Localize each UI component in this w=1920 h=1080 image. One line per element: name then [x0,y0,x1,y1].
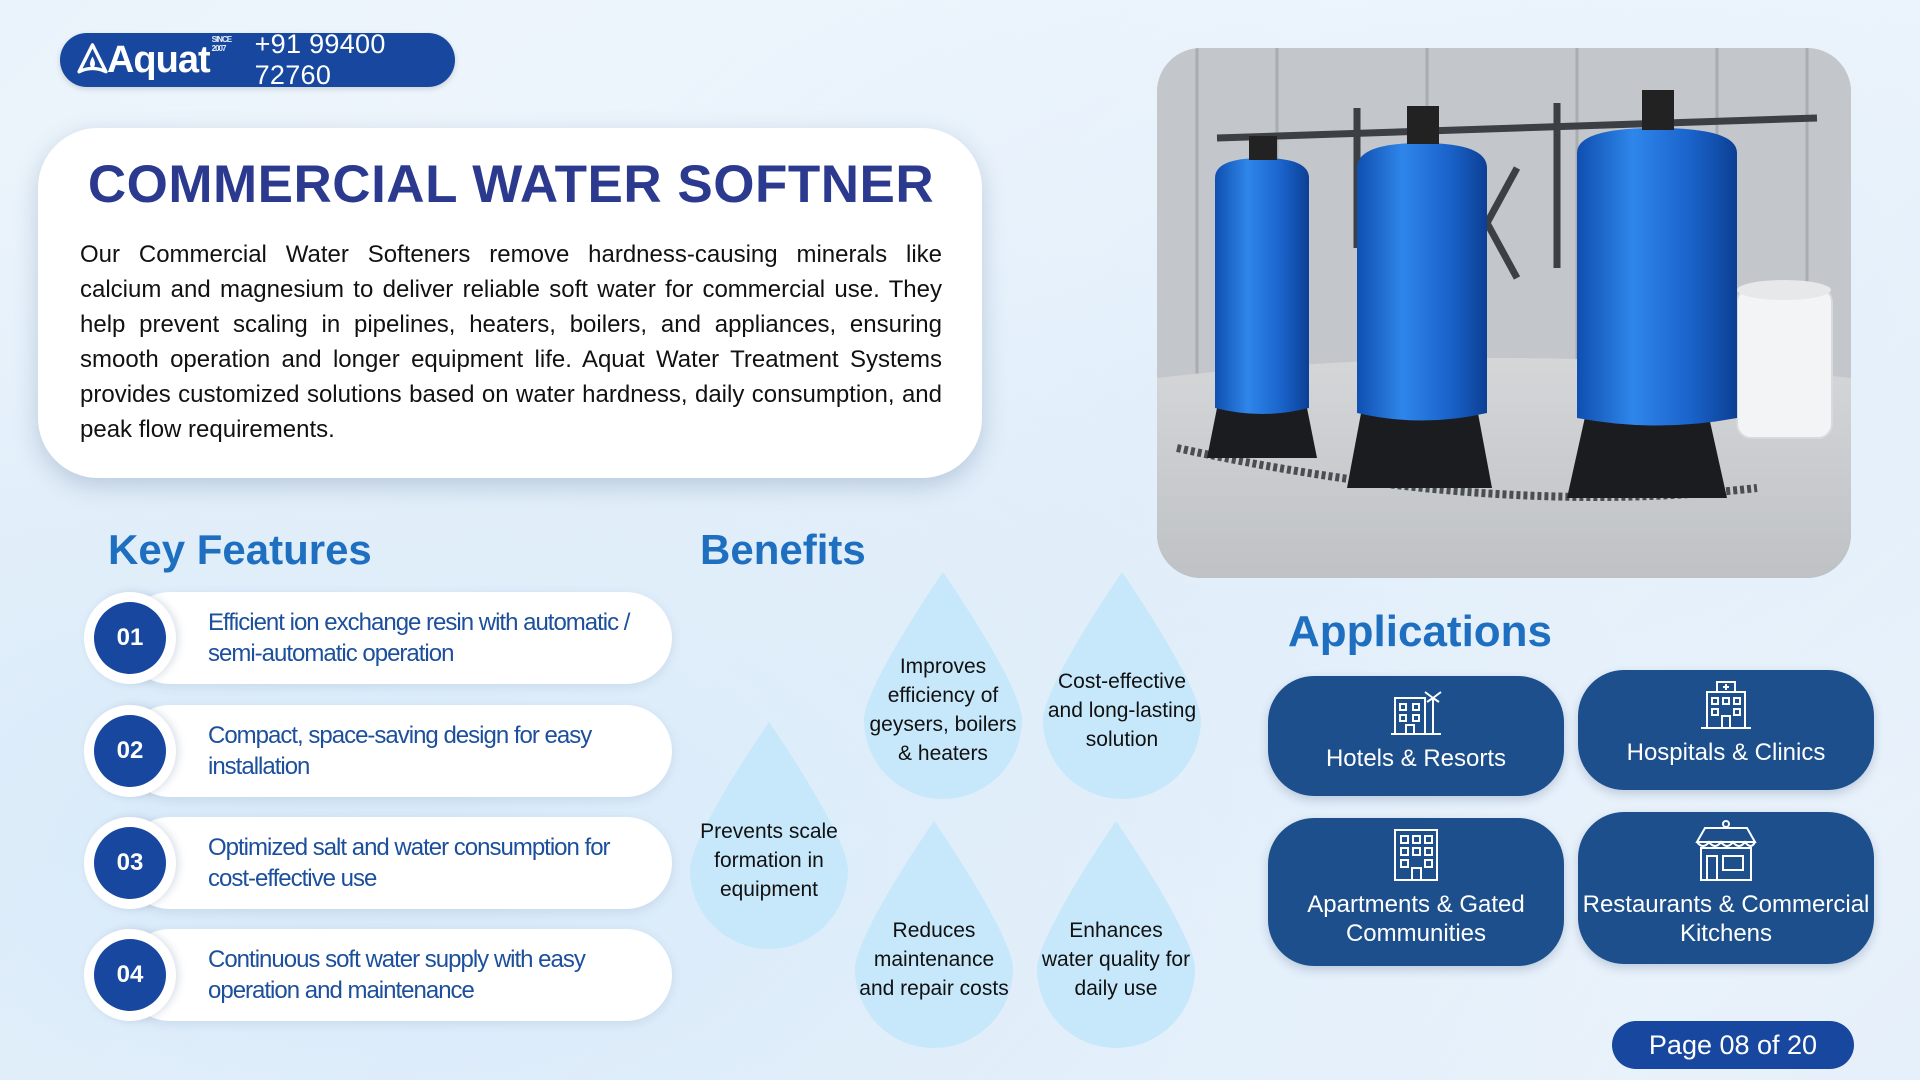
feature-text: Compact, space-saving design for easy in… [208,722,592,780]
header-pill: Aquat SINCE 2007 +91 99400 72760 [60,29,455,90]
hotel-icon [1391,691,1442,735]
application-card-apartments: Apartments & Gated Communities [1268,818,1564,966]
application-card-restaurants: Restaurants & Commercial Kitchens [1578,812,1874,964]
benefits-heading: Benefits [700,526,866,573]
benefit-drop: Reduces maintenance and repair costs [851,817,1017,1049]
benefit-drop: Improves efficiency of geysers, boilers … [860,568,1026,800]
benefit-text: Prevents scale formation in equipment [700,819,838,901]
benefit-drop: Prevents scale formation in equipment [686,718,852,950]
feature-text: Continuous soft water supply with easy o… [208,946,586,1004]
brand-tag: SINCE 2007 [211,35,232,53]
hospital-icon [1701,681,1751,729]
application-label: Hospitals & Clinics [1626,739,1826,766]
intro-card: COMMERCIAL WATER SOFTNER Our Commercial … [38,128,982,478]
benefit-text: Reduces maintenance and repair costs [859,918,1009,1000]
page-number-badge: Page 08 of 20 [1612,1021,1854,1069]
brand-logo: Aquat SINCE 2007 [74,35,241,82]
water-drop-icon [690,722,848,949]
water-softener-tanks-photo [1157,48,1851,578]
feature-bar [124,705,672,797]
feature-text: Efficient ion exchange resin with automa… [208,609,630,667]
water-drop-icon [864,572,1022,799]
feature-bar [124,929,672,1021]
water-drop-icon [1043,572,1201,799]
intro-paragraph: Our Commercial Water Softeners remove ha… [80,241,942,443]
restaurant-icon [1695,820,1757,881]
apartment-icon [1394,829,1438,881]
feature-number-badge: 02 [94,715,166,787]
feature-number-badge: 03 [94,827,166,899]
benefit-text: Improves efficiency of geysers, boilers … [869,655,1017,765]
application-label: Apartments & Gated Communities [1307,891,1525,947]
application-card-hotels: Hotels & Resorts [1268,676,1564,796]
feature-badge-ring: 02 [84,705,176,797]
feature-row: 03 Optimized salt and water consumption … [84,817,672,909]
feature-row: 04 Continuous soft water supply with eas… [84,929,672,1021]
key-features-heading: Key Features [108,526,372,573]
application-label: Restaurants & Commercial Kitchens [1582,891,1870,947]
application-card-hospitals: Hospitals & Clinics [1578,670,1874,790]
feature-number-badge: 04 [94,939,166,1011]
page-title: COMMERCIAL WATER SOFTNER [87,155,935,214]
feature-badge-ring: 04 [84,929,176,1021]
feature-row: 01 Efficient ion exchange resin with aut… [84,592,672,684]
feature-bar [124,592,672,684]
feature-bar [124,817,672,909]
benefit-text: Cost-effective and long-lasting solution [1047,669,1197,751]
feature-number-badge: 01 [94,602,166,674]
tanks-illustration [1157,48,1851,578]
benefit-drop: Cost-effective and long-lasting solution [1039,568,1205,800]
feature-badge-ring: 01 [84,592,176,684]
water-drop-icon [1037,821,1195,1048]
feature-badge-ring: 03 [84,817,176,909]
benefit-text: Enhances water quality for daily use [1041,918,1191,1000]
water-drop-icon [855,821,1013,1048]
applications-heading: Applications [1288,607,1553,656]
application-label: Hotels & Resorts [1325,745,1507,772]
benefit-drop: Enhances water quality for daily use [1033,817,1199,1049]
water-drop-logo-icon [77,43,108,74]
phone-number[interactable]: +91 99400 72760 [254,29,386,90]
feature-row: 02 Compact, space-saving design for easy… [84,705,672,797]
feature-text: Optimized salt and water consumption for… [208,834,611,892]
brand-name: Aquat [106,38,211,81]
